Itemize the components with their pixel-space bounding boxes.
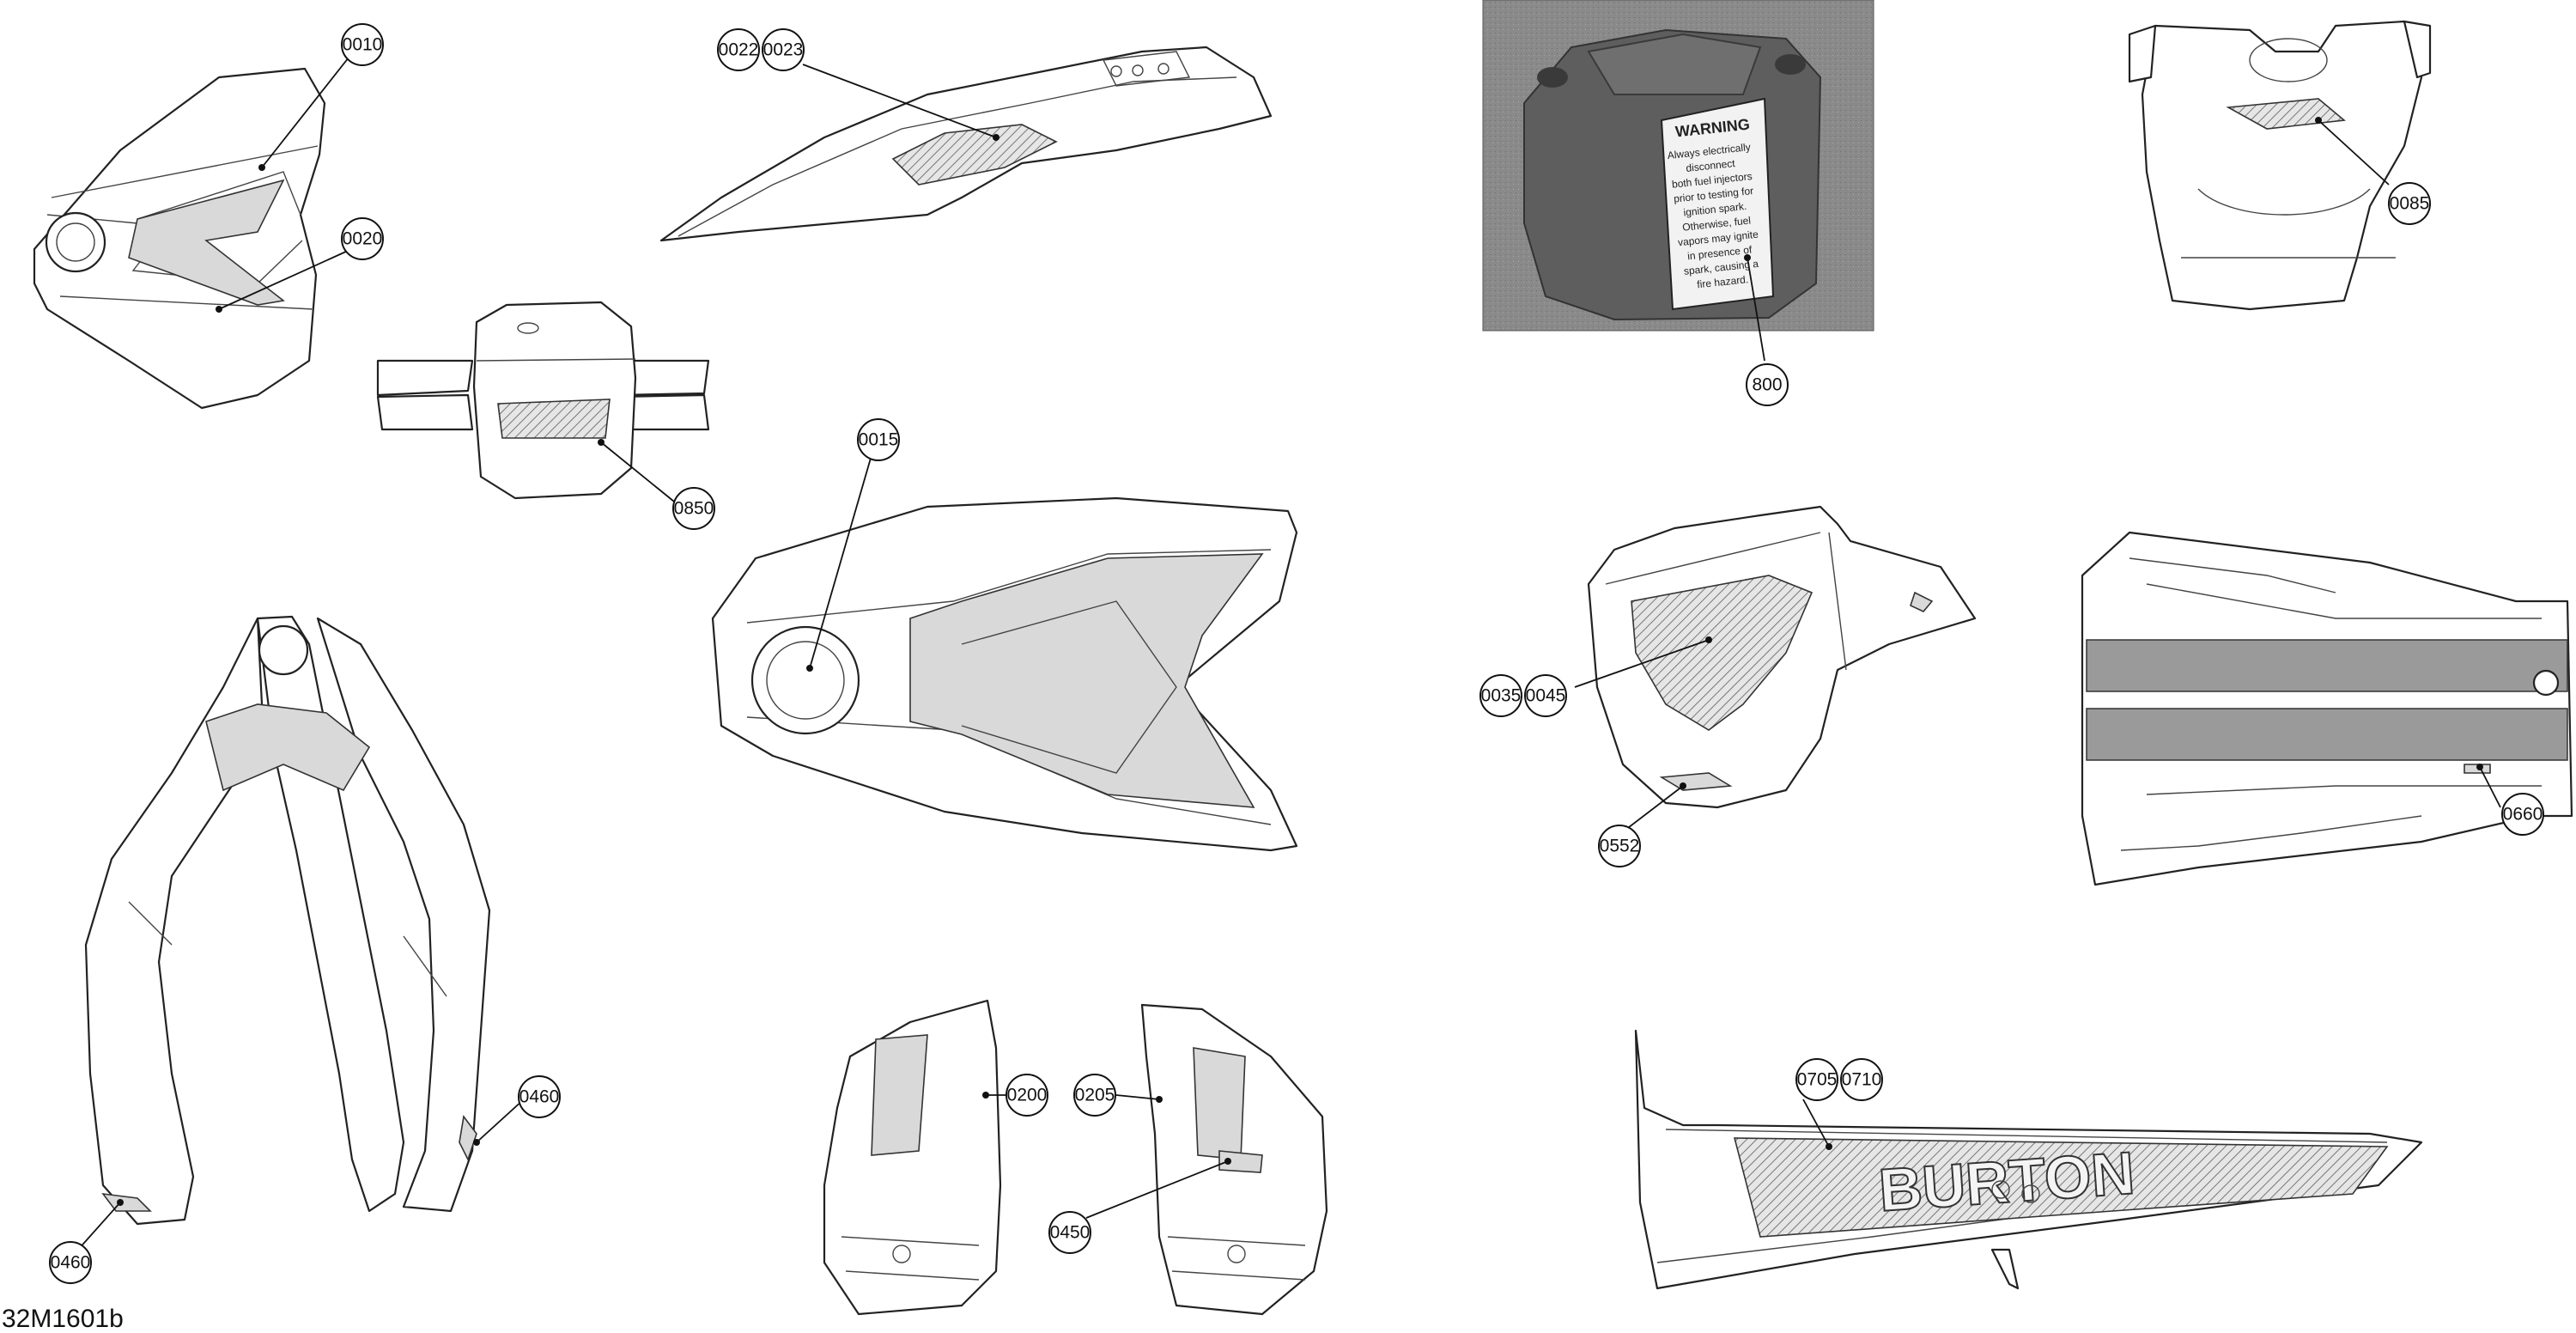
callout-label: 0710 <box>1842 1070 1882 1090</box>
console-side <box>1587 505 1977 809</box>
leader-0020 <box>218 250 349 310</box>
callout-label: 0085 <box>2390 194 2430 214</box>
callout-label: 0460 <box>519 1087 560 1107</box>
diagram-code: 32M1601b <box>2 1305 124 1333</box>
leader-lines <box>70 52 2501 1259</box>
callout-0035: 0035 <box>1479 674 1522 717</box>
callout-0710: 0710 <box>1840 1058 1883 1101</box>
callout-label: 0015 <box>859 430 899 450</box>
front-hood-small <box>33 67 326 410</box>
gauge-pod <box>376 301 710 500</box>
leader-0015 <box>809 454 872 669</box>
callout-0045: 0045 <box>1524 674 1567 717</box>
callout-0010: 0010 <box>341 23 384 66</box>
callout-0015: 0015 <box>857 418 900 461</box>
callout-label: 0450 <box>1050 1223 1091 1243</box>
side-panel-right <box>1140 1003 1328 1316</box>
callout-0205: 0205 <box>1073 1074 1116 1117</box>
callout-800: 800 <box>1746 363 1789 406</box>
callout-label: 0035 <box>1481 686 1522 706</box>
callout-label: 0010 <box>343 35 383 55</box>
callout-label: 0205 <box>1075 1086 1115 1105</box>
dot-0450 <box>1224 1158 1231 1165</box>
dot-0045 <box>1705 636 1712 643</box>
callout-0200: 0200 <box>1005 1074 1048 1117</box>
dot-0460a <box>473 1139 480 1146</box>
hood-large <box>711 496 1298 852</box>
dot-0015 <box>806 665 813 672</box>
leader-0085 <box>2318 119 2390 186</box>
dot-0010 <box>258 164 265 171</box>
leader-0552 <box>1620 785 1684 834</box>
callout-0705: 0705 <box>1795 1058 1838 1101</box>
callout-0020: 0020 <box>341 217 384 260</box>
callout-0850: 0850 <box>672 487 715 530</box>
callout-0085: 0085 <box>2388 182 2431 225</box>
callout-0023: 0023 <box>762 28 805 71</box>
callout-label: 0660 <box>2503 805 2543 825</box>
leader-800 <box>1747 257 1765 362</box>
leader-0023 <box>802 64 997 138</box>
dot-0020 <box>216 306 222 313</box>
dot-0850 <box>598 439 605 446</box>
callout-label: 0023 <box>763 40 804 60</box>
seat-top <box>2128 20 2432 311</box>
side-panels-u <box>84 615 491 1226</box>
tunnel-top <box>2081 531 2573 886</box>
side-panel-left <box>823 999 1002 1316</box>
callout-label: 0552 <box>1600 837 1640 856</box>
callout-label: 0200 <box>1007 1086 1048 1105</box>
leader-0045 <box>1574 639 1710 688</box>
leader-0705 <box>1802 1099 1830 1147</box>
warning-line: disconnect <box>1686 157 1736 174</box>
dot-0460b <box>117 1199 124 1206</box>
dot-0023 <box>993 134 999 141</box>
callout-label: 0460 <box>51 1253 91 1273</box>
dot-0085 <box>2315 117 2322 124</box>
callout-0022: 0022 <box>717 28 760 71</box>
callout-0552: 0552 <box>1598 825 1641 867</box>
dot-800 <box>1744 254 1751 261</box>
leader-0850 <box>600 441 679 506</box>
callout-label: 800 <box>1752 375 1782 395</box>
callouts: 0010 0020 0022 0023 0850 0015 0460 0460 <box>49 23 2544 1284</box>
leader-0205 <box>1115 1094 1160 1100</box>
callout-0460-right: 0460 <box>518 1075 561 1118</box>
tunnel-side: BURTON <box>1634 1029 2423 1290</box>
dot-0200 <box>982 1092 989 1099</box>
dot-0205 <box>1156 1096 1163 1103</box>
callout-label: 0020 <box>343 229 383 249</box>
dot-0705 <box>1826 1143 1832 1150</box>
warning-line: fire hazard. <box>1697 273 1749 290</box>
dot-0660 <box>2476 764 2483 770</box>
callout-label: 0850 <box>674 499 714 519</box>
leader-0460a <box>476 1099 525 1143</box>
callout-label: 0022 <box>719 40 759 60</box>
callout-0460-left: 0460 <box>49 1241 92 1284</box>
leader-0450 <box>1085 1160 1229 1219</box>
leader-0660 <box>2479 766 2501 808</box>
leader-0010 <box>261 52 353 168</box>
ignition-cover-photo: WARNING Always electrically disconnect b… <box>1482 0 1874 332</box>
callout-label: 0705 <box>1797 1070 1838 1090</box>
callout-0450: 0450 <box>1048 1211 1091 1254</box>
dot-0552 <box>1680 782 1686 789</box>
side-panel-top <box>659 46 1273 242</box>
callout-label: 0045 <box>1526 686 1566 706</box>
callout-0660: 0660 <box>2501 793 2544 836</box>
